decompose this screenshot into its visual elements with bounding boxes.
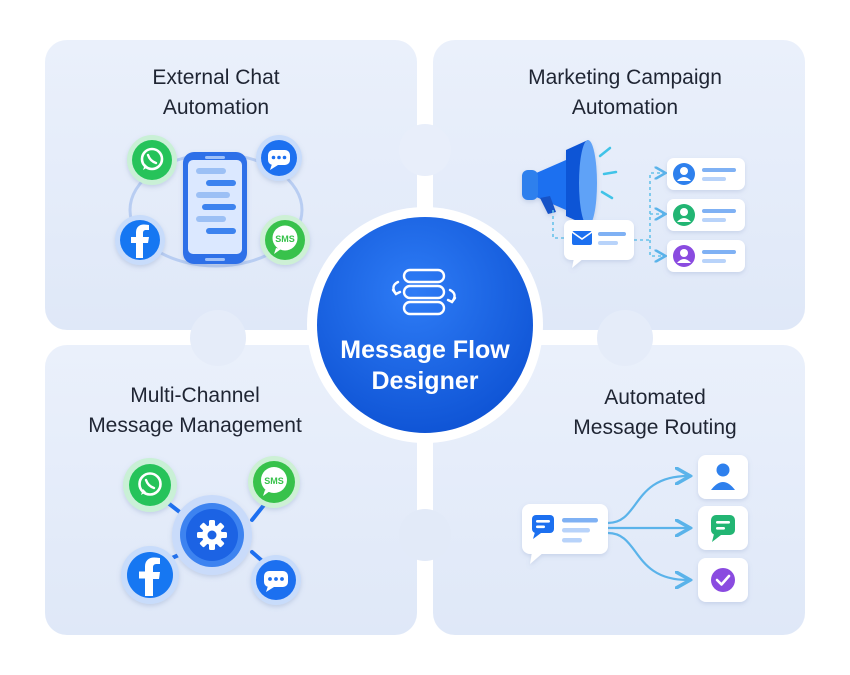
sms-icon: SMS bbox=[260, 215, 310, 265]
message-routing-illustration bbox=[522, 455, 748, 602]
center-title-line1: Message Flow bbox=[340, 336, 510, 364]
user-icon bbox=[673, 245, 695, 267]
chat-bubble-icon bbox=[532, 515, 554, 539]
facebook-icon bbox=[121, 546, 179, 604]
sms-icon: SMS bbox=[248, 456, 300, 508]
top-left-title-line2: Automation bbox=[163, 96, 269, 119]
bottom-left-title-line2: Message Management bbox=[88, 414, 302, 437]
user-card-2 bbox=[667, 199, 745, 231]
top-right-title-line1: Marketing Campaign bbox=[528, 66, 722, 89]
user-icon bbox=[673, 204, 695, 226]
database-sync-icon bbox=[391, 268, 457, 316]
megaphone-icon bbox=[522, 140, 597, 226]
bottom-left-title-line1: Multi-Channel bbox=[130, 384, 260, 407]
center-hub: Message Flow Designer bbox=[307, 207, 543, 443]
puzzle-neck-left bbox=[204, 326, 232, 350]
user-icon bbox=[673, 163, 695, 185]
center-circle bbox=[317, 217, 533, 433]
center-title-line2: Designer bbox=[372, 367, 479, 395]
bottom-right-title-line1: Automated bbox=[604, 386, 706, 409]
gear-icon bbox=[197, 520, 227, 550]
facebook-icon bbox=[115, 215, 165, 265]
chat-bubble-icon bbox=[711, 515, 735, 542]
route-target-chat bbox=[698, 506, 748, 550]
route-target-check bbox=[698, 558, 748, 602]
email-icon bbox=[571, 231, 593, 245]
whatsapp-icon bbox=[127, 135, 177, 185]
user-card-3 bbox=[667, 240, 745, 272]
sms-label: SMS bbox=[264, 476, 284, 486]
sound-wave-lines bbox=[598, 146, 618, 200]
campaign-connectors bbox=[552, 173, 664, 256]
chat-bubble-icon bbox=[251, 555, 301, 605]
check-icon bbox=[711, 568, 735, 592]
source-message-card bbox=[522, 504, 608, 564]
sms-label: SMS bbox=[275, 234, 295, 244]
multi-channel-illustration: SMS bbox=[121, 456, 301, 605]
external-chat-illustration: SMS bbox=[115, 135, 310, 268]
marketing-campaign-illustration bbox=[522, 140, 745, 272]
gear-hub bbox=[172, 495, 252, 575]
route-target-user bbox=[698, 455, 748, 499]
whatsapp-icon bbox=[123, 458, 177, 512]
phone-icon bbox=[183, 152, 247, 264]
puzzle-neck-right bbox=[611, 326, 639, 350]
puzzle-neck-bottom bbox=[413, 521, 437, 549]
routing-arrows bbox=[607, 476, 688, 580]
top-left-title-line1: External Chat bbox=[152, 66, 279, 89]
user-card-1 bbox=[667, 158, 745, 190]
email-card bbox=[564, 220, 634, 268]
chat-bubble-icon bbox=[256, 135, 302, 181]
bottom-right-title-line2: Message Routing bbox=[573, 416, 736, 439]
top-right-title-line2: Automation bbox=[572, 96, 678, 119]
puzzle-neck-top bbox=[413, 136, 437, 164]
user-icon bbox=[711, 463, 735, 490]
